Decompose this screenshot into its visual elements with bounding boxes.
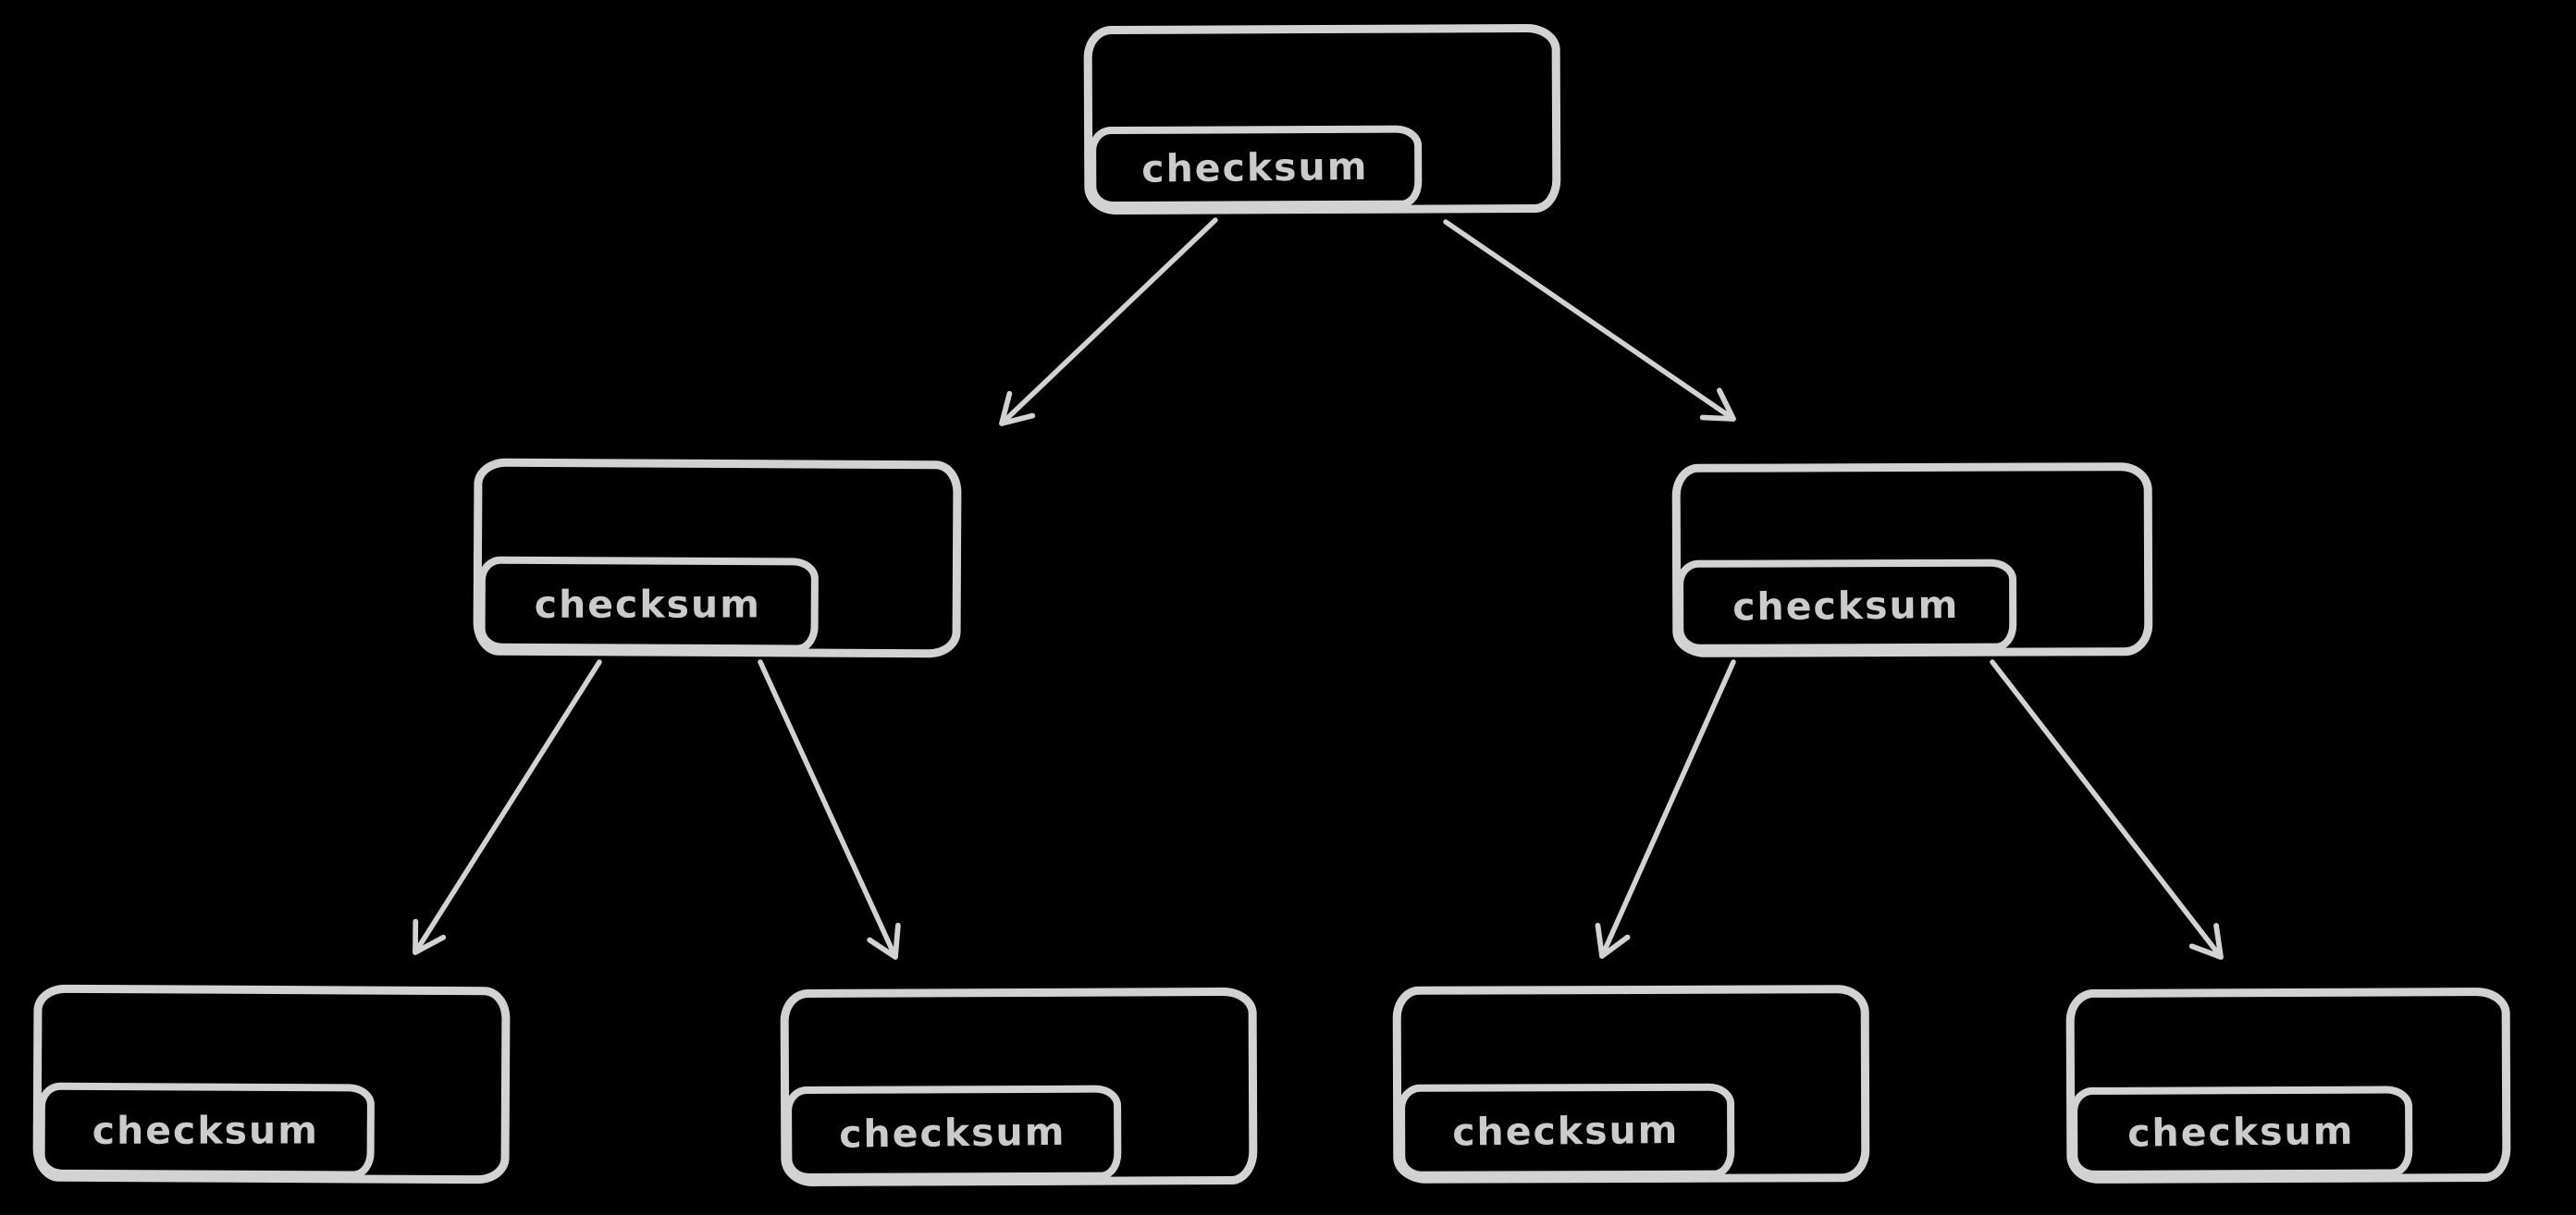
checksum-box: checksum — [1675, 558, 2017, 652]
tree-node-root: checksum — [1083, 23, 1561, 215]
checksum-box: checksum — [783, 1085, 1122, 1182]
edge-internal-left-to-leaf-2 — [758, 659, 901, 960]
checksum-box: checksum — [1397, 1083, 1735, 1179]
checksum-label: checksum — [1141, 143, 1370, 191]
edge-internal-right-to-leaf-3 — [1595, 659, 1736, 959]
checksum-label: checksum — [1732, 582, 1961, 630]
tree-node-leaf-2: checksum — [780, 987, 1258, 1187]
checksum-label: checksum — [92, 1108, 320, 1153]
checksum-box: checksum — [2070, 1086, 2413, 1179]
tree-node-leaf-3: checksum — [1392, 985, 1870, 1184]
checksum-label: checksum — [1452, 1107, 1681, 1155]
checksum-label: checksum — [2127, 1108, 2356, 1156]
checksum-box: checksum — [1089, 125, 1423, 210]
tree-node-leaf-1: checksum — [32, 984, 511, 1184]
checksum-box: checksum — [477, 556, 820, 653]
edge-internal-left-to-leaf-1 — [413, 659, 602, 955]
checksum-box: checksum — [37, 1082, 376, 1179]
edge-internal-right-to-leaf-4 — [1990, 659, 2224, 960]
checksum-label: checksum — [535, 582, 762, 627]
edge-root-to-internal-left — [999, 217, 1218, 426]
checksum-label: checksum — [839, 1109, 1067, 1157]
tree-node-internal-left: checksum — [473, 458, 962, 658]
tree-node-internal-right: checksum — [1671, 462, 2153, 657]
edge-root-to-internal-right — [1443, 219, 1736, 422]
tree-node-leaf-4: checksum — [2065, 987, 2511, 1184]
